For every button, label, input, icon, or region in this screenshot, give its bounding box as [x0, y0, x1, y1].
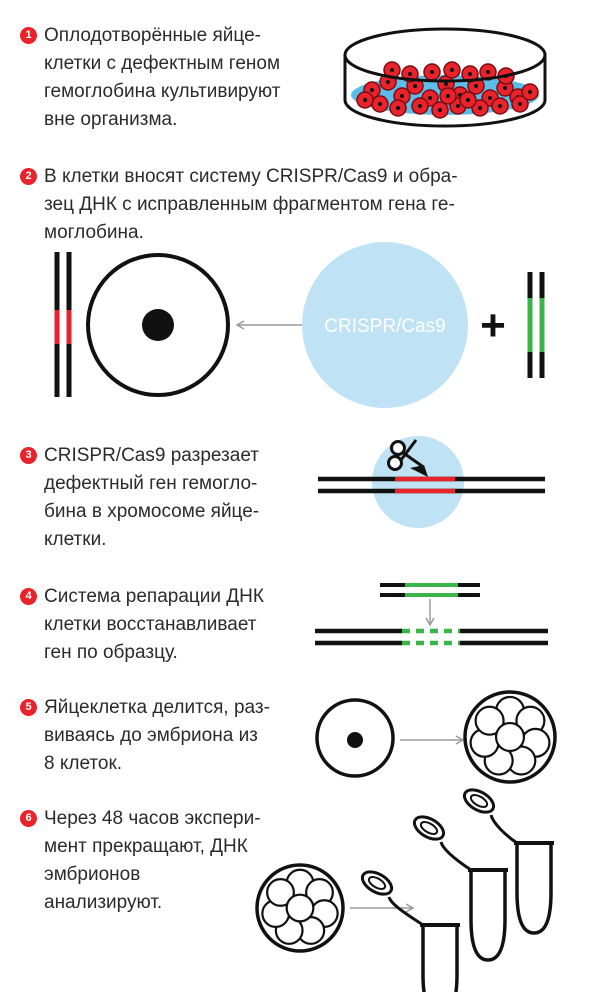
cell-nucleus [528, 90, 532, 94]
step-text: Система репарации ДНК клетки восстанавли… [44, 583, 264, 667]
step-text: CRISPR/Cas9 разрезает дефектный ген гемо… [44, 442, 259, 554]
cell-nucleus [378, 102, 382, 106]
blastomere [285, 893, 315, 923]
cell-nucleus [444, 82, 448, 86]
step-text-line: гемоглобина культивируют [44, 81, 281, 102]
chromosome-icon [318, 476, 545, 494]
chromosome-icon [54, 252, 72, 397]
cell-nucleus [474, 84, 478, 88]
step-text-line: бина в хромосоме яйце- [44, 501, 260, 522]
red-blood-cells [356, 61, 539, 119]
step-number-badge: 5 [20, 699, 37, 716]
cell-nucleus [400, 94, 404, 98]
step-text-line: Через 48 часов экспери- [44, 808, 261, 829]
cell-nucleus [456, 104, 460, 108]
embryo-icon [463, 690, 557, 784]
egg-cell-icon [86, 253, 230, 397]
cell-nucleus [363, 98, 367, 102]
step-text-line: виваясь до эмбриона из [44, 725, 258, 746]
dna-strand-icon [380, 583, 480, 597]
step-text-line: эмбрионов [44, 864, 141, 885]
step-text-line: В клетки вносят систему CRISPR/Cas9 и об… [44, 166, 458, 187]
tube-lid [462, 788, 496, 814]
step-text-line: 8 клеток. [44, 753, 123, 774]
cell-nucleus [466, 98, 470, 102]
cell-nucleus [486, 70, 490, 74]
test-tube-icon [462, 788, 554, 935]
cell-nucleus [413, 84, 417, 88]
cell-nucleus [430, 70, 434, 74]
tube-lid [360, 870, 394, 896]
petri-dish-icon [343, 27, 547, 128]
cell-nucleus [446, 94, 450, 98]
step-text-line: Система репарации ДНК [44, 586, 264, 607]
dna-strand-icon [527, 272, 545, 378]
step-text-line: клетки с дефектным геном [44, 53, 281, 74]
step-text-line: Яйцеклетка делится, раз- [44, 697, 270, 718]
step-text: В клетки вносят систему CRISPR/Cas9 и об… [44, 163, 458, 247]
cell-nucleus [386, 80, 390, 84]
cell-nucleus [428, 96, 432, 100]
embryo-icon [255, 863, 345, 953]
crispr-sphere-icon: CRISPR/Cas9 [302, 242, 468, 408]
cell-nucleus [488, 96, 492, 100]
cell-nucleus [503, 86, 507, 90]
step-number-badge: 4 [20, 588, 37, 605]
cell-nucleus [498, 104, 502, 108]
cell-nucleus [518, 102, 522, 106]
cell-nucleus [450, 68, 454, 72]
step-text-line: анализируют. [44, 892, 163, 913]
cell-nucleus [390, 68, 394, 72]
egg-cell-icon [315, 698, 395, 778]
cell-nucleus [408, 72, 412, 76]
blastomere [266, 878, 295, 907]
step-text-line: ген по образцу. [44, 642, 178, 663]
cell-nucleus [370, 88, 374, 92]
step-text-line: моглобина. [44, 222, 144, 243]
test-tube-icon [412, 815, 508, 962]
step-text-line: дефектный ген гемогло- [44, 473, 258, 494]
chromosome-icon [315, 628, 548, 646]
cell-nucleus [478, 106, 482, 110]
test-tube-icon [360, 870, 460, 992]
blastomere [474, 705, 505, 736]
step-text-line: CRISPR/Cas9 разрезает [44, 445, 259, 466]
step-text-line: вне организма. [44, 109, 178, 130]
tube-lid [412, 815, 446, 841]
step-text-line: мент прекращают, ДНК [44, 836, 248, 857]
scissors-icon [387, 439, 428, 477]
step-number-badge: 2 [20, 168, 37, 185]
cell-nucleus [418, 104, 422, 108]
step-text-line: клетки восстанавливает [44, 614, 257, 635]
step-number-badge: 3 [20, 447, 37, 464]
step-number-badge: 1 [20, 27, 37, 44]
cell-nucleus [438, 108, 442, 112]
cell-nucleus [396, 106, 400, 110]
blastomere [494, 721, 526, 753]
step-text: Оплодотворённые яйце- клетки с дефектным… [44, 22, 280, 134]
step-text: Яйцеклетка делится, раз- виваясь до эмбр… [44, 694, 270, 778]
step-text: Через 48 часов экспери- мент прекращают,… [44, 805, 261, 917]
plus-sign: + [480, 301, 506, 350]
crispr-sphere-icon [372, 436, 464, 528]
crispr-label: CRISPR/Cas9 [324, 316, 445, 337]
cell-nucleus [468, 72, 472, 76]
step-text-line: зец ДНК с исправленным фрагментом гена г… [44, 194, 455, 215]
step-text-line: клетки. [44, 529, 107, 550]
step-number-badge: 6 [20, 810, 37, 827]
step-text-line: Оплодотворённые яйце- [44, 25, 261, 46]
